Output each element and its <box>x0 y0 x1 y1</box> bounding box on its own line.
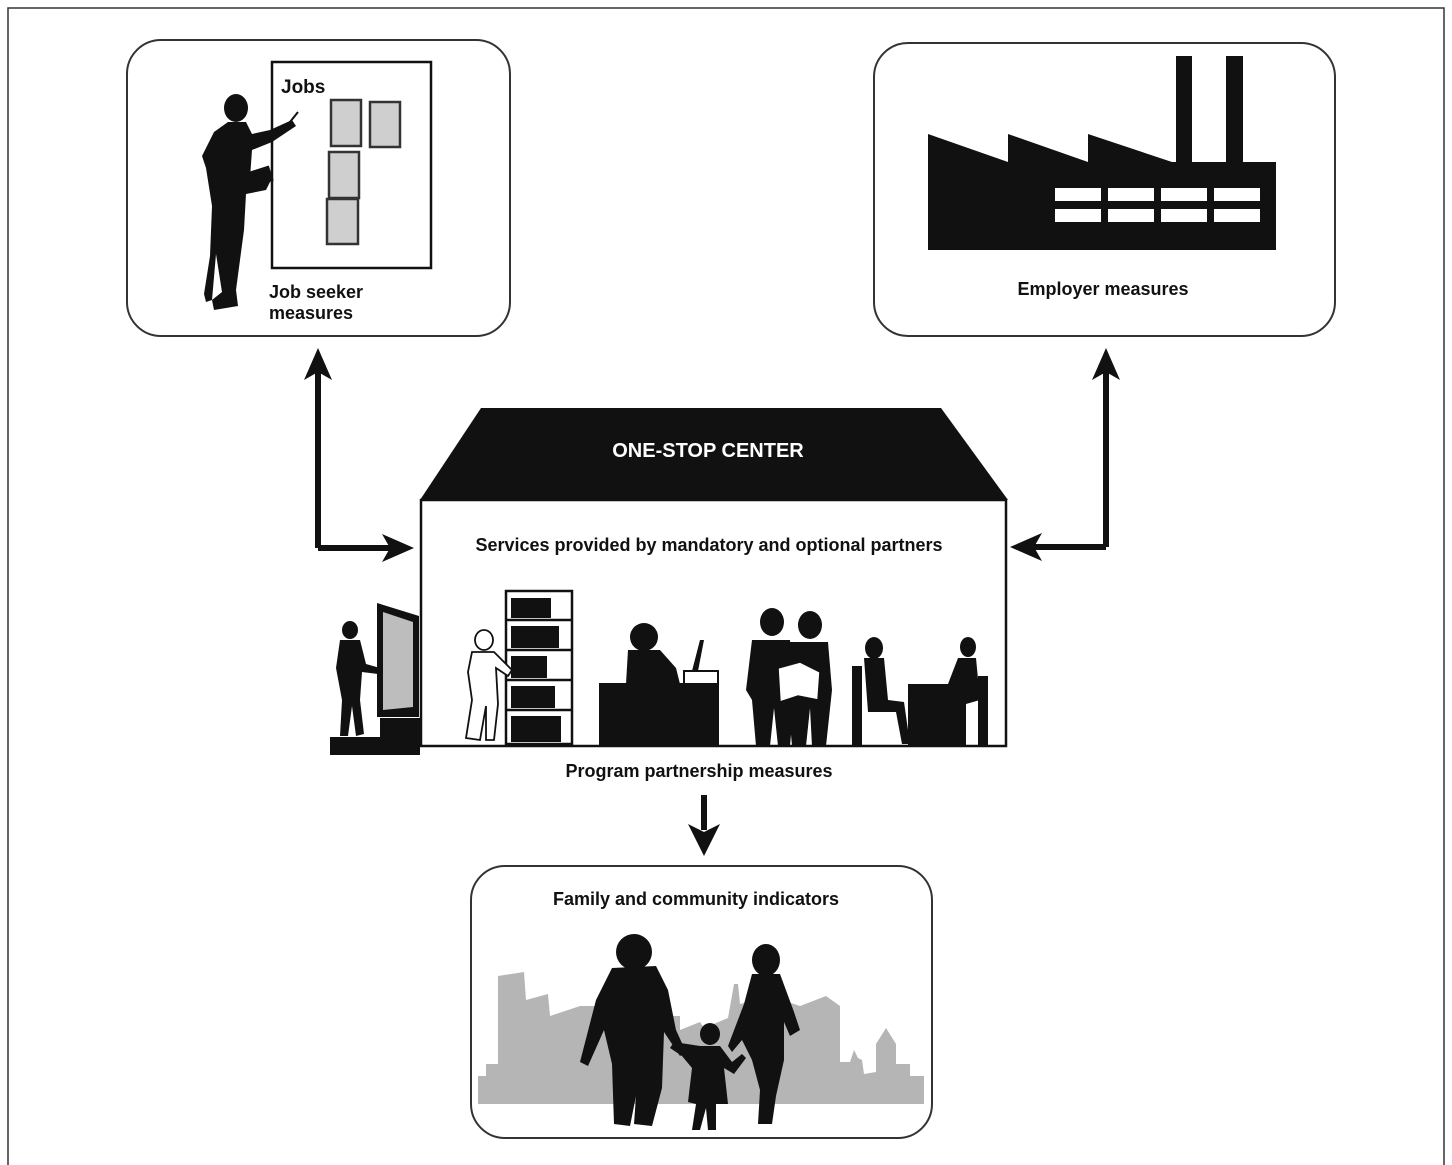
job-card <box>368 100 402 149</box>
interview-icon <box>852 637 988 746</box>
factory-icon <box>928 56 1276 250</box>
center-bottom-caption: Program partnership measures <box>565 761 832 781</box>
center-roof <box>420 408 1008 500</box>
arrowheads <box>304 348 1120 856</box>
desk-computer-icon <box>599 623 719 746</box>
entering-person-icon <box>330 603 420 755</box>
job-board-label: Jobs <box>281 77 325 98</box>
job-card <box>327 150 361 200</box>
connector-arrows <box>315 372 1109 830</box>
family-panel: Family and community indicators <box>470 865 933 1139</box>
job-seeker-caption-line2: measures <box>269 303 353 323</box>
bookshelf-reader-icon <box>464 589 574 746</box>
employer-panel: Employer measures <box>873 42 1336 337</box>
family-silhouette-icon <box>580 934 800 1130</box>
employer-caption: Employer measures <box>1017 279 1188 299</box>
two-people-reading-icon <box>746 608 832 746</box>
job-seeker-silhouette-icon <box>202 94 299 310</box>
outer-frame <box>7 7 1445 1165</box>
job-card <box>325 197 360 246</box>
center-services-text: Services provided by mandatory and optio… <box>475 535 942 555</box>
one-stop-center: ONE-STOP CENTER Services provided by man… <box>330 408 1008 781</box>
family-caption: Family and community indicators <box>553 889 839 909</box>
job-seeker-caption-line1: Job seeker <box>269 282 363 302</box>
center-roof-title: ONE-STOP CENTER <box>612 440 804 462</box>
job-seeker-panel: Jobs Job seeker measures <box>126 39 511 337</box>
job-card <box>329 98 363 148</box>
